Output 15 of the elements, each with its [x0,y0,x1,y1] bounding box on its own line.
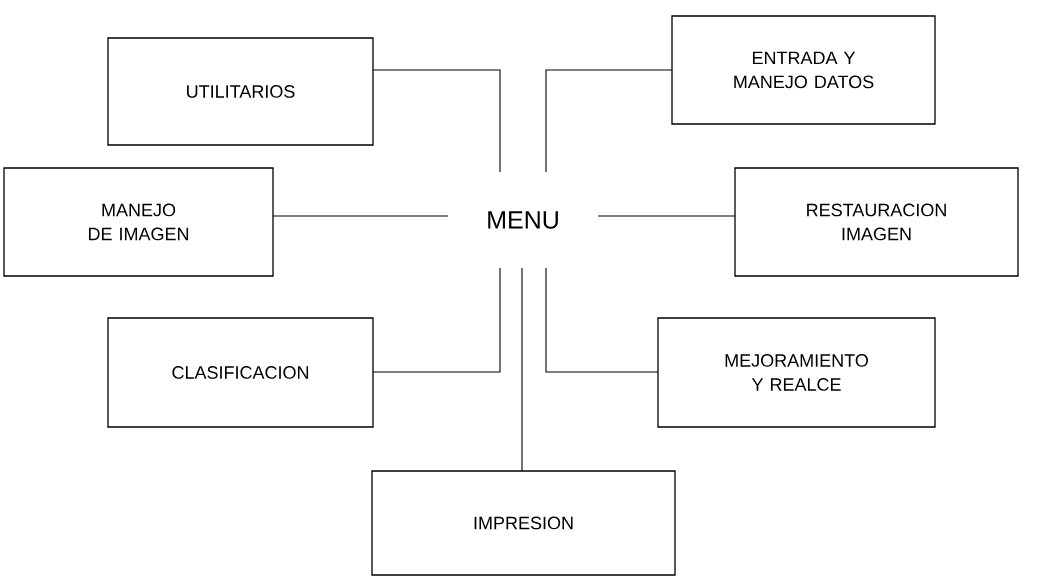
menu-label: MENU [488,211,558,229]
process-box: MEJORAMIENTO Y REALCE [657,317,936,428]
connector [521,267,523,472]
process-box: UTILITARIOS [107,37,374,146]
connector [272,215,449,217]
connector [545,69,673,173]
connector [597,215,736,217]
process-box: IMPRESION [371,470,676,576]
connector [545,267,659,373]
process-box: RESTAURACION IMAGEN [734,167,1019,277]
process-box: ENTRADA Y MANEJO DATOS [671,15,936,125]
process-box: CLASIFICACION [107,317,374,428]
process-box: MANEJO DE IMAGEN [3,167,274,277]
connector [372,267,501,373]
connector [372,69,501,173]
